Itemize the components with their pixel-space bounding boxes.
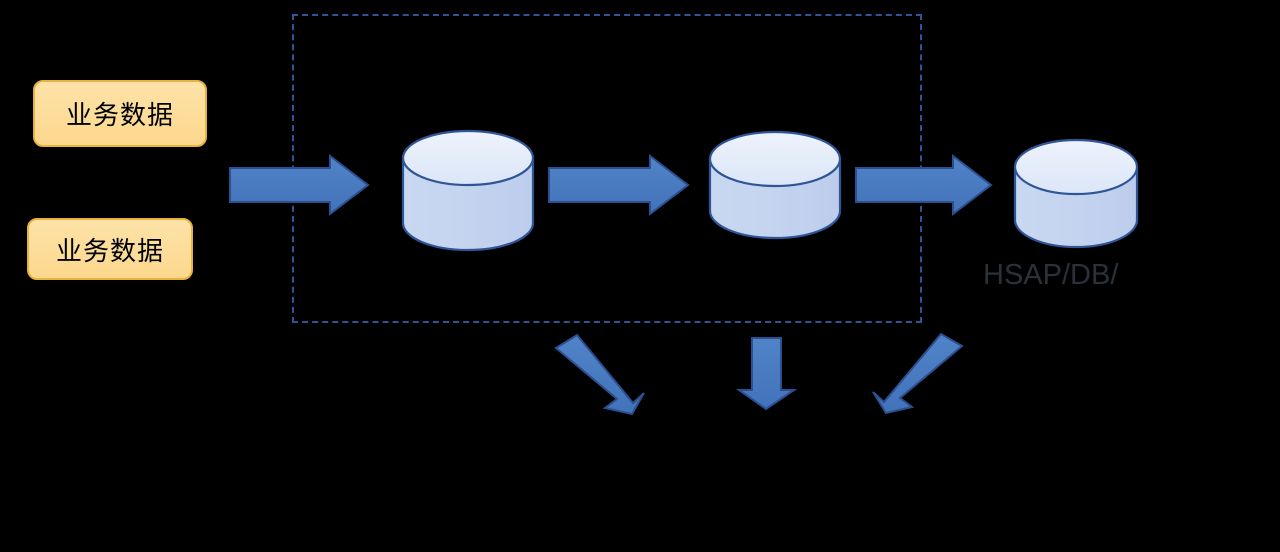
arrow-output-left [554, 333, 645, 416]
arrow-output-center [735, 337, 798, 411]
arrow-store-1-to-store-2 [548, 153, 690, 217]
business-data-box-1-label: 业务数据 [65, 101, 174, 131]
business-data-box-1[interactable]: 业务数据 [33, 80, 207, 147]
arrow-source-to-store-1 [229, 153, 370, 217]
business-data-box-2-label: 业务数据 [55, 236, 164, 267]
hsap-db-label: HSAP/DB/ [983, 259, 1119, 291]
arrow-output-right [872, 332, 964, 415]
database-cylinder-2[interactable] [708, 130, 842, 240]
database-cylinder-3[interactable] [1013, 138, 1139, 249]
arrow-store-2-to-store-3 [855, 153, 993, 217]
business-data-box-2[interactable]: 业务数据 [27, 218, 193, 280]
database-cylinder-1[interactable] [401, 129, 535, 252]
